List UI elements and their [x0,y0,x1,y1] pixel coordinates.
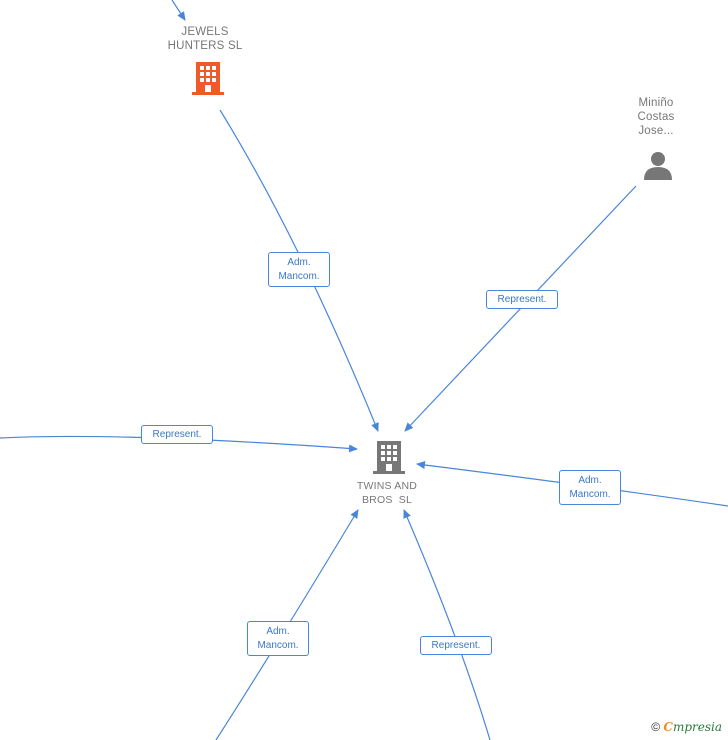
edge-label-represent[interactable]: Represent. [486,290,558,309]
edge-label-represent[interactable]: Represent. [141,425,213,444]
copyright-symbol: © [651,720,661,734]
person-icon[interactable] [643,150,673,180]
minino-label-line3: Jose... [638,125,674,137]
minino-label-line1: Miniño [638,97,674,109]
empresia-watermark: © Cmpresia [651,720,722,734]
twins-and-bros-label[interactable]: TWINS AND BROS SL [342,479,432,507]
edge-line-jewels-top [171,0,186,21]
edge-label-represent[interactable]: Represent. [420,636,492,655]
minino-label-line2: Costas [637,111,675,123]
jewels-label-line2: HUNTERS SL [167,40,243,52]
edge-label-adm-mancom[interactable]: Adm. Mancom. [268,252,330,287]
minino-costas-label[interactable]: Miniño Costas Jose... [620,96,692,138]
building-icon[interactable] [373,439,405,475]
edge-line-bottomright-twins [403,509,491,740]
edge-label-adm-mancom[interactable]: Adm. Mancom. [559,470,621,505]
jewels-hunters-label[interactable]: JEWELS HUNTERS SL [150,25,260,53]
edge-label-adm-mancom[interactable]: Adm. Mancom. [247,621,309,656]
twins-label-line2: BROS SL [361,494,413,506]
building-icon[interactable] [192,60,224,96]
brand-rest: mpresia [672,720,722,734]
brand-initial: C [663,720,673,734]
jewels-label-line1: JEWELS [181,26,229,38]
twins-label-line1: TWINS AND [356,480,418,492]
